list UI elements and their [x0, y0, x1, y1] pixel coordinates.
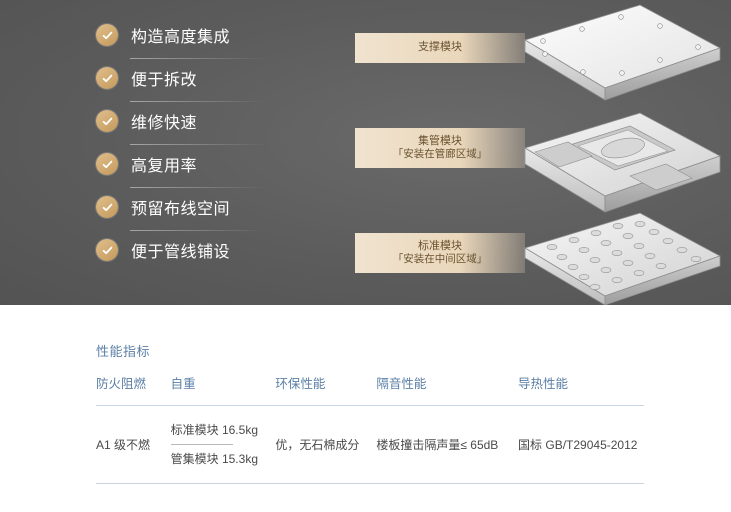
divider: [130, 187, 266, 188]
feature-label: 便于管线铺设: [131, 244, 231, 261]
list-item: 便于管线铺设: [96, 233, 296, 276]
callout-line-2: 「安装在中间区域」: [392, 253, 488, 266]
feature-label: 预留布线空间: [131, 201, 231, 218]
feature-label: 构造高度集成: [131, 29, 231, 46]
callout-line-1: 支撑模块: [418, 41, 462, 54]
feature-list: 构造高度集成 便于拆改 维修快速: [96, 18, 296, 276]
weight-line-standard: 标准模块 16.5kg: [170, 423, 258, 437]
feature-label: 维修快速: [131, 115, 198, 132]
check-icon: [96, 110, 118, 132]
standard-module-solid: [524, 212, 721, 305]
performance-spec-section: 性能指标 防火阻燃 自重 环保性能 隔音性能 导热性能 A1 级不燃 标准模块 …: [0, 305, 731, 512]
callout-line-1: 集管模块: [418, 134, 462, 147]
section-title: 性能指标: [96, 344, 151, 359]
check-icon: [96, 67, 118, 89]
callout-support-module: 支撑模块: [355, 33, 525, 63]
callout-line-2: 「安装在管廊区域」: [392, 148, 488, 161]
table-row: A1 级不燃 标准模块 16.5kg 管集模块 15.3kg 优，无石棉成分 楼…: [96, 405, 644, 484]
callout-manifold-module: 集管模块 「安装在管廊区域」: [355, 128, 525, 168]
cell-weight: 标准模块 16.5kg 管集模块 15.3kg: [170, 405, 276, 484]
feature-label: 便于拆改: [131, 72, 198, 89]
check-icon: [96, 196, 118, 218]
callout-line-1: 标准模块: [418, 239, 462, 252]
list-item: 构造高度集成: [96, 18, 296, 61]
column-header-sound: 隔音性能: [376, 373, 519, 406]
column-header-thermal: 导热性能: [518, 373, 644, 406]
column-header-eco: 环保性能: [275, 373, 377, 406]
support-module-solid: [524, 4, 721, 101]
spec-table: 防火阻燃 自重 环保性能 隔音性能 导热性能 A1 级不燃 标准模块 16.5k…: [96, 373, 644, 484]
exploded-module-diagram: 支撑模块 集管模块 「安装在管廊区域」 标准模块 「安装在中间区域」: [330, 0, 731, 305]
module-illustration: [524, 4, 721, 305]
list-item: 便于拆改: [96, 61, 296, 104]
check-icon: [96, 24, 118, 46]
divider: [130, 144, 266, 145]
divider: [130, 58, 266, 59]
weight-line-manifold: 管集模块 15.3kg: [170, 452, 258, 466]
list-item: 预留布线空间: [96, 190, 296, 233]
manifold-module-solid: [524, 112, 721, 213]
table-header-row: 防火阻燃 自重 环保性能 隔音性能 导热性能: [96, 373, 644, 406]
feature-label: 高复用率: [131, 158, 198, 175]
hero-panel: 构造高度集成 便于拆改 维修快速: [0, 0, 731, 305]
divider: [130, 101, 266, 102]
list-item: 高复用率: [96, 147, 296, 190]
column-header-fire: 防火阻燃: [96, 373, 171, 406]
divider: [170, 444, 233, 445]
column-header-weight: 自重: [170, 373, 276, 406]
check-icon: [96, 153, 118, 175]
callout-standard-module: 标准模块 「安装在中间区域」: [355, 233, 525, 273]
check-icon: [96, 239, 118, 261]
cell-sound: 楼板撞击隔声量≤ 65dB: [376, 405, 519, 484]
cell-thermal: 国标 GB/T29045-2012: [518, 405, 644, 484]
cell-eco: 优，无石棉成分: [275, 405, 377, 484]
cell-fire: A1 级不燃: [96, 405, 171, 484]
divider: [130, 230, 266, 231]
list-item: 维修快速: [96, 104, 296, 147]
